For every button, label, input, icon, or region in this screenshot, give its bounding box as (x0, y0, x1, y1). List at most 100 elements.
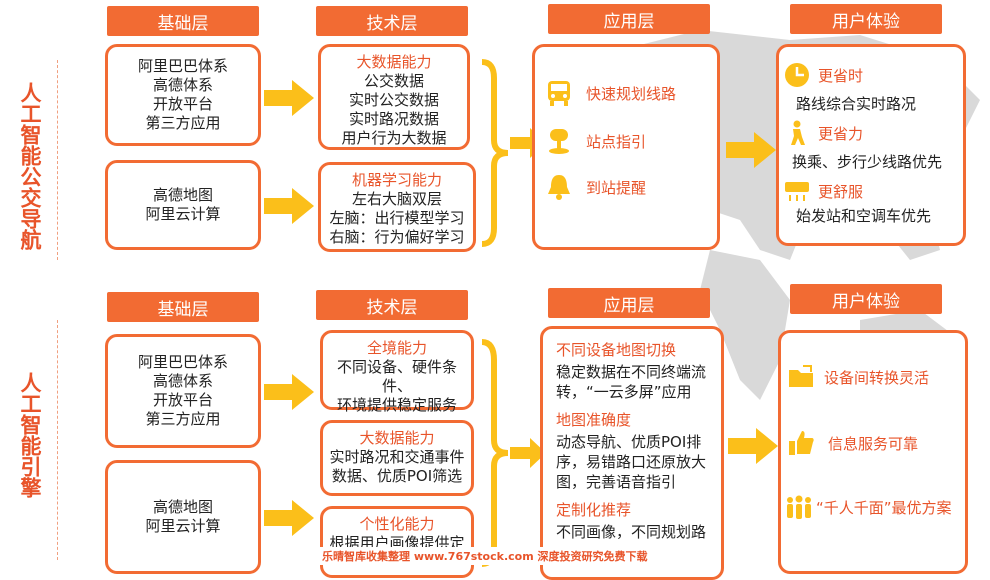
s2-tech-box-1: 全境能力 不同设备、硬件条件、 环境提供稳定服务 (320, 330, 474, 414)
section-1-title: 人工智能公交导航 (18, 82, 42, 250)
text-line: 实时路况数据 (348, 110, 439, 128)
text-line: 第三方应用 (145, 410, 221, 428)
thumbs-up-icon (786, 428, 816, 458)
text-line: 转，“一云多屏”应用 (556, 383, 692, 401)
s1-tech-box-1: 大数据能力 公交数据 实时公交数据 实时路况数据 用户行为大数据 (318, 44, 470, 150)
walker-icon (782, 118, 812, 148)
s1-base-box-2: 高德地图 阿里云计算 (105, 160, 261, 250)
app-title: 不同设备地图切换 (556, 341, 677, 359)
s2-base-box-1: 阿里巴巴体系 高德体系 开放平台 第三方应用 (105, 334, 261, 448)
text-line: 开放平台 (152, 95, 213, 113)
ux-label: 信息服务可靠 (828, 434, 919, 453)
text-line: 稳定数据在不同终端流 (556, 363, 707, 381)
s1-arrow-right-4 (726, 132, 776, 168)
text-line: 阿里巴巴体系 (137, 57, 228, 75)
tech-box-title: 大数据能力 (359, 429, 435, 447)
text-line: 不同设备、硬件条件、 (336, 358, 457, 395)
ux-label: “千人千面”最优方案 (816, 498, 952, 517)
bus-icon (544, 78, 574, 108)
text-line: 用户行为大数据 (341, 129, 447, 147)
s1-ux-item-2: 更省力 (782, 118, 863, 148)
ux-desc: 换乘、步行少线路优先 (792, 153, 943, 171)
s2-bracket (481, 339, 509, 567)
s2-tech-box-3: 个性化能力 根据用户画像提供定 (320, 506, 474, 578)
watermark-footer: 乐晴智库收集整理 www.767stock.com 深度投资研究免费下载 (318, 547, 652, 565)
text-line: 第三方应用 (145, 114, 221, 132)
s2-app-box (540, 326, 724, 580)
app-title: 地图准确度 (556, 411, 632, 429)
s1-base-box-1: 阿里巴巴体系 高德体系 开放平台 第三方应用 (105, 44, 261, 146)
s1-app-item-2: 站点指引 (544, 126, 646, 156)
text-line: 右脑：行为偏好学习 (329, 228, 465, 246)
tech-box-title: 个性化能力 (359, 515, 435, 533)
text-line: 公交数据 (363, 72, 424, 90)
section-2-divider (57, 320, 58, 560)
app-title: 定制化推荐 (556, 501, 632, 519)
text-line: 阿里云计算 (145, 205, 221, 223)
text-line: 环境提供稳定服务 (336, 396, 457, 414)
text-line: 高德地图 (152, 186, 213, 204)
s1-header-app: 应用层 (548, 4, 710, 34)
text-line: 动态导航、优质POI排 (556, 433, 702, 451)
ux-title: 更舒服 (818, 182, 864, 201)
s1-app-box (532, 44, 720, 250)
s2-arrow-right-4 (728, 428, 778, 464)
text-line: 不同画像，不同规划路 (556, 523, 707, 541)
app-label: 站点指引 (586, 132, 647, 151)
text-line: 图，完善语音指引 (556, 473, 677, 491)
s1-tech-box-2: 机器学习能力 左右大脑双层 左脑：出行模型学习 右脑：行为偏好学习 (318, 162, 476, 252)
ux-label: 设备间转换灵活 (824, 368, 930, 387)
people-icon (784, 492, 814, 522)
ux-title: 更省时 (818, 66, 864, 85)
text-line: 阿里巴巴体系 (137, 353, 228, 371)
section-2-title: 人工智能引擎 (18, 372, 42, 498)
app-label: 快速规划线路 (586, 84, 677, 103)
s2-ux-item-3: “千人千面”最优方案 (784, 492, 952, 522)
s2-base-box-2: 高德地图 阿里云计算 (105, 460, 261, 574)
text-line: 开放平台 (152, 391, 213, 409)
text-line: 高德体系 (152, 76, 213, 94)
s2-ux-item-2: 信息服务可靠 (786, 428, 918, 458)
s2-ux-item-1: 设备间转换灵活 (786, 362, 929, 392)
section-1-divider (57, 60, 58, 260)
s2-tech-box-2: 大数据能力 实时路况和交通事件 数据、优质POI筛选 (320, 420, 474, 496)
aircon-icon (782, 176, 812, 206)
text-line: 实时公交数据 (348, 91, 439, 109)
s1-arrow-right-2 (264, 188, 314, 224)
text-line: 数据、优质POI筛选 (331, 467, 463, 485)
s2-arrow-right-3 (510, 438, 546, 468)
s1-app-item-1: 快速规划线路 (544, 78, 676, 108)
s2-header-ux: 用户体验 (790, 284, 942, 314)
text-line: 左脑：出行模型学习 (329, 209, 465, 227)
text-line: 高德地图 (152, 498, 213, 516)
text-line: 实时路况和交通事件 (329, 448, 465, 466)
s1-header-base: 基础层 (107, 6, 259, 36)
ux-desc: 路线综合实时路况 (796, 95, 917, 113)
s1-arrow-right-1 (264, 80, 314, 116)
s2-header-app: 应用层 (548, 288, 710, 318)
s2-arrow-right-2 (264, 500, 314, 536)
tech-box-title: 大数据能力 (356, 53, 432, 71)
text-line: 左右大脑双层 (351, 190, 442, 208)
s1-header-tech: 技术层 (316, 6, 468, 36)
ux-title: 更省力 (818, 124, 864, 143)
tech-box-title: 机器学习能力 (351, 171, 442, 189)
folder-icon (786, 362, 816, 392)
tech-box-title: 全境能力 (366, 339, 427, 357)
s2-header-base: 基础层 (107, 292, 259, 322)
s2-arrow-right-1 (264, 374, 314, 410)
s1-ux-item-3: 更舒服 (782, 176, 863, 206)
text-line: 序，易错路口还原放大 (556, 453, 707, 471)
text-line: 高德体系 (152, 372, 213, 390)
stop-sign-icon (544, 126, 574, 156)
s1-header-ux: 用户体验 (790, 4, 942, 34)
s2-header-tech: 技术层 (316, 290, 468, 320)
text-line: 阿里云计算 (145, 517, 221, 535)
s1-bracket (481, 59, 509, 247)
bell-icon (544, 172, 574, 202)
s1-app-item-3: 到站提醒 (544, 172, 646, 202)
clock-icon (782, 60, 812, 90)
app-label: 到站提醒 (586, 178, 647, 197)
ux-desc: 始发站和空调车优先 (796, 207, 932, 225)
s1-ux-item-1: 更省时 (782, 60, 863, 90)
